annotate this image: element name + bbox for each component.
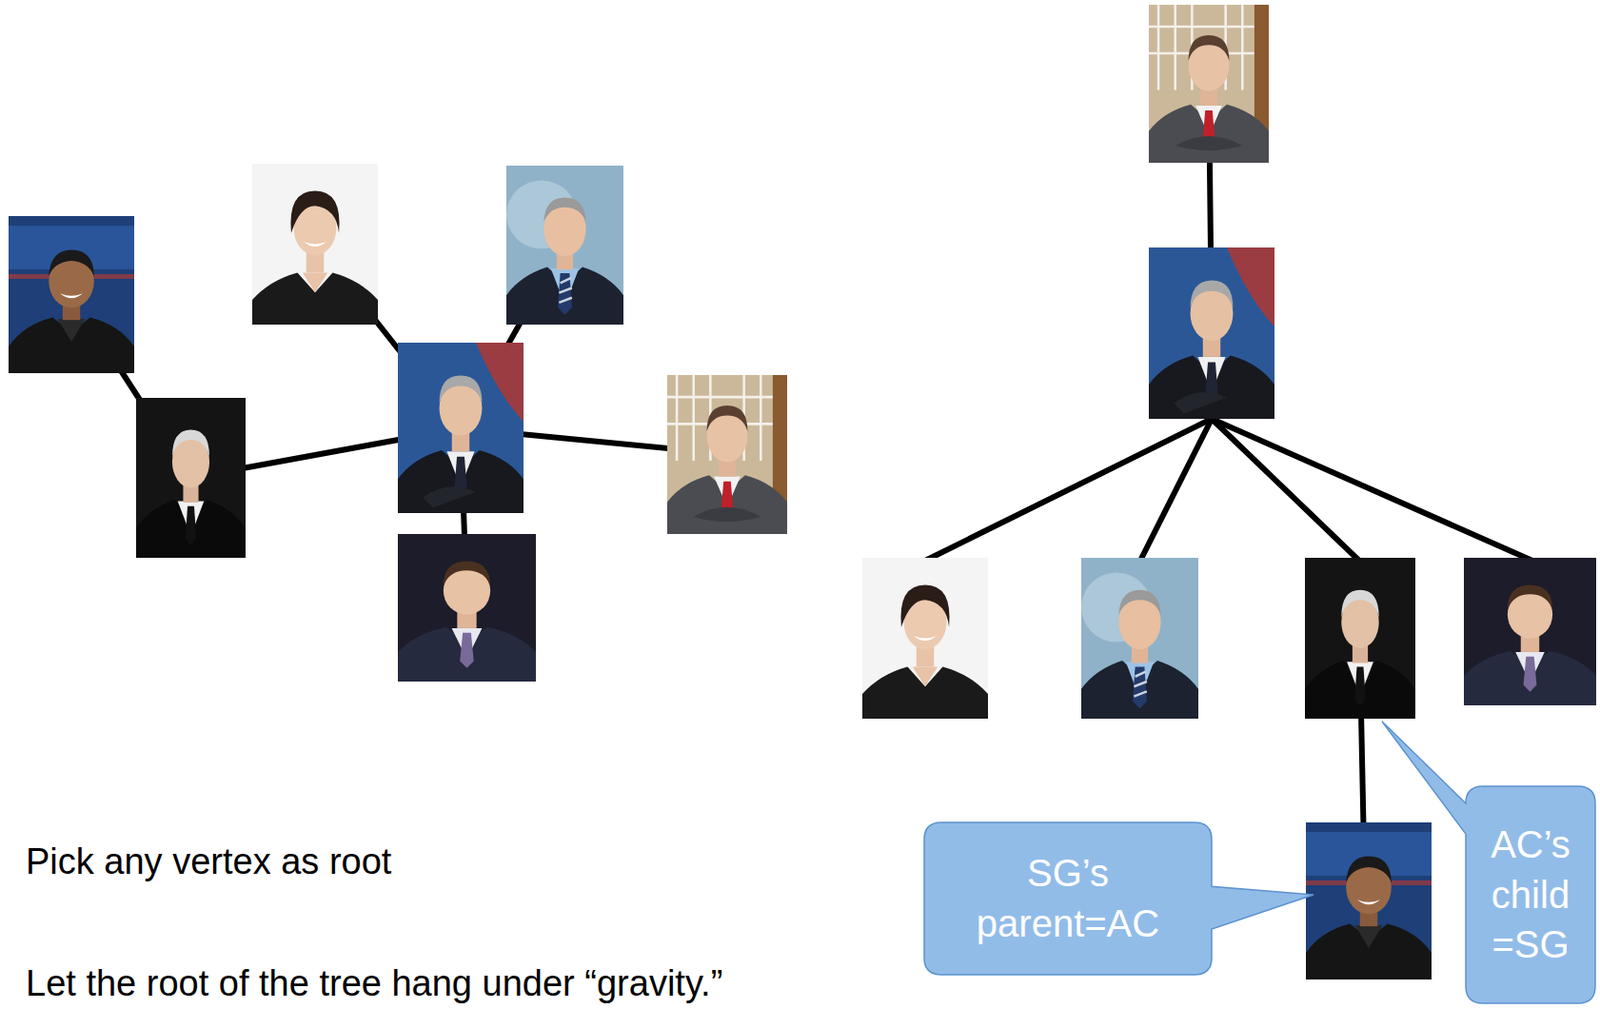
vertex-photo — [252, 163, 378, 325]
vertex-photo — [1304, 557, 1416, 719]
unrooted-tree — [8, 163, 788, 682]
tree-edge — [925, 418, 1212, 561]
callout-text: AC’s child =SG — [1481, 819, 1581, 970]
callout-shape — [1382, 721, 1596, 1004]
callout-outline — [924, 822, 1212, 975]
vertex-photo — [397, 342, 524, 514]
tree-edge — [1140, 418, 1212, 561]
vertex-photo — [1148, 247, 1275, 419]
slide-text: Let the root of the tree hang under “gra… — [25, 963, 723, 1006]
slide-text: Pick any vertex as root — [25, 841, 392, 884]
vertex-photo — [862, 557, 988, 719]
vertex-photo — [136, 397, 246, 558]
callout-bubble: AC’s child =SG — [1465, 786, 1596, 1004]
vertex-photo — [506, 165, 624, 325]
tree-edge — [1211, 418, 1360, 561]
callout-shape — [924, 822, 1314, 975]
vertex-photo — [667, 375, 788, 534]
vertex-photo — [8, 216, 135, 374]
tree-edges — [71, 83, 1533, 895]
callout-bubble: SG’s parent=AC — [924, 822, 1212, 975]
vertex-photo — [1305, 822, 1432, 980]
vertex-photo — [1463, 557, 1597, 706]
tree-edge — [1211, 418, 1533, 561]
callout-text: SG’s parent=AC — [943, 848, 1193, 949]
vertex-photo — [1081, 557, 1199, 719]
vertex-photo — [397, 533, 536, 682]
vertex-photo — [1148, 4, 1269, 163]
